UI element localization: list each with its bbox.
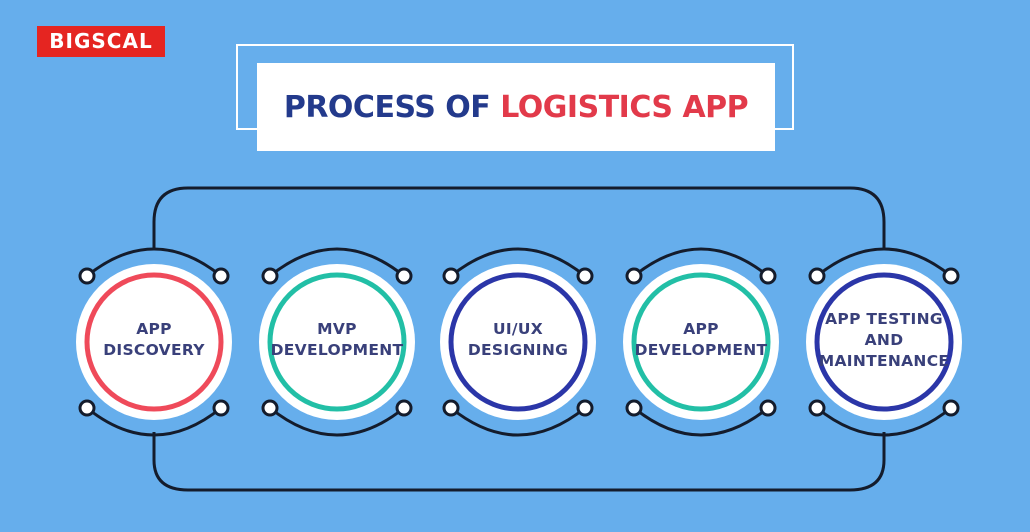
connector-dot xyxy=(759,399,777,417)
process-steps xyxy=(76,264,962,420)
connector-arc-top xyxy=(816,247,952,278)
step-ring xyxy=(448,272,588,412)
step-label-line: DEVELOPMENT xyxy=(270,341,404,359)
connector-dot xyxy=(625,267,643,285)
connector-dot xyxy=(942,267,960,285)
connector-arc-top xyxy=(633,247,769,278)
connector-dot xyxy=(808,399,826,417)
step-label-line: UI/UX xyxy=(492,320,544,338)
connector-dot xyxy=(759,267,777,285)
step-ring xyxy=(631,272,771,412)
connector-arc-bottom xyxy=(86,406,222,437)
step-label-line: DEVELOPMENT xyxy=(634,341,768,359)
step-label-line: MAINTENANCE xyxy=(818,351,950,370)
step-ring xyxy=(814,272,954,412)
connector-dot xyxy=(212,399,230,417)
step-label: APP TESTING AND MAINTENANCE xyxy=(804,309,964,372)
step-label-line: DESIGNING xyxy=(467,341,569,359)
step-label: APP DEVELOPMENT xyxy=(621,319,781,361)
step-label: APP DISCOVERY xyxy=(74,319,234,361)
connector-dot xyxy=(442,399,460,417)
page-title: PROCESS OF LOGISTICS APP xyxy=(257,63,775,151)
step-ring xyxy=(84,272,224,412)
connector-arc-bottom xyxy=(450,406,586,437)
connector-dot xyxy=(576,267,594,285)
connector-dot xyxy=(261,399,279,417)
connector-dot xyxy=(212,267,230,285)
step-label: MVP DEVELOPMENT xyxy=(257,319,417,361)
connector-arc-bottom xyxy=(816,406,952,437)
title-part-1: PROCESS OF xyxy=(283,89,491,125)
bigscal-logo: BIGSCAL xyxy=(37,26,165,57)
connector-dot xyxy=(442,267,460,285)
step-label-line: MVP xyxy=(317,320,357,338)
connector-dot xyxy=(261,267,279,285)
connector-arc-bottom xyxy=(633,406,769,437)
step-label-line: DISCOVERY xyxy=(103,341,205,359)
connector-lines xyxy=(86,186,952,492)
connector-dot xyxy=(808,267,826,285)
step-ring xyxy=(267,272,407,412)
step-label-line: APP xyxy=(136,320,172,338)
connector-dot xyxy=(395,399,413,417)
step-label-line: AND xyxy=(864,330,904,349)
connector-dot xyxy=(576,399,594,417)
title-part-2: LOGISTICS APP xyxy=(500,89,749,125)
connector-dot xyxy=(625,399,643,417)
top-connector-line xyxy=(152,186,886,250)
step-label-line: APP xyxy=(683,320,719,338)
connector-arc-top xyxy=(86,247,222,278)
connector-dot xyxy=(78,399,96,417)
connector-arc-top xyxy=(269,247,405,278)
connector-arc-bottom xyxy=(269,406,405,437)
connector-dot xyxy=(78,267,96,285)
connector-dot xyxy=(942,399,960,417)
step-label-line: APP TESTING xyxy=(825,309,943,328)
bottom-connector-line xyxy=(152,432,886,492)
step-label: UI/UX DESIGNING xyxy=(438,319,598,361)
connector-arc-top xyxy=(450,247,586,278)
connector-dot xyxy=(395,267,413,285)
